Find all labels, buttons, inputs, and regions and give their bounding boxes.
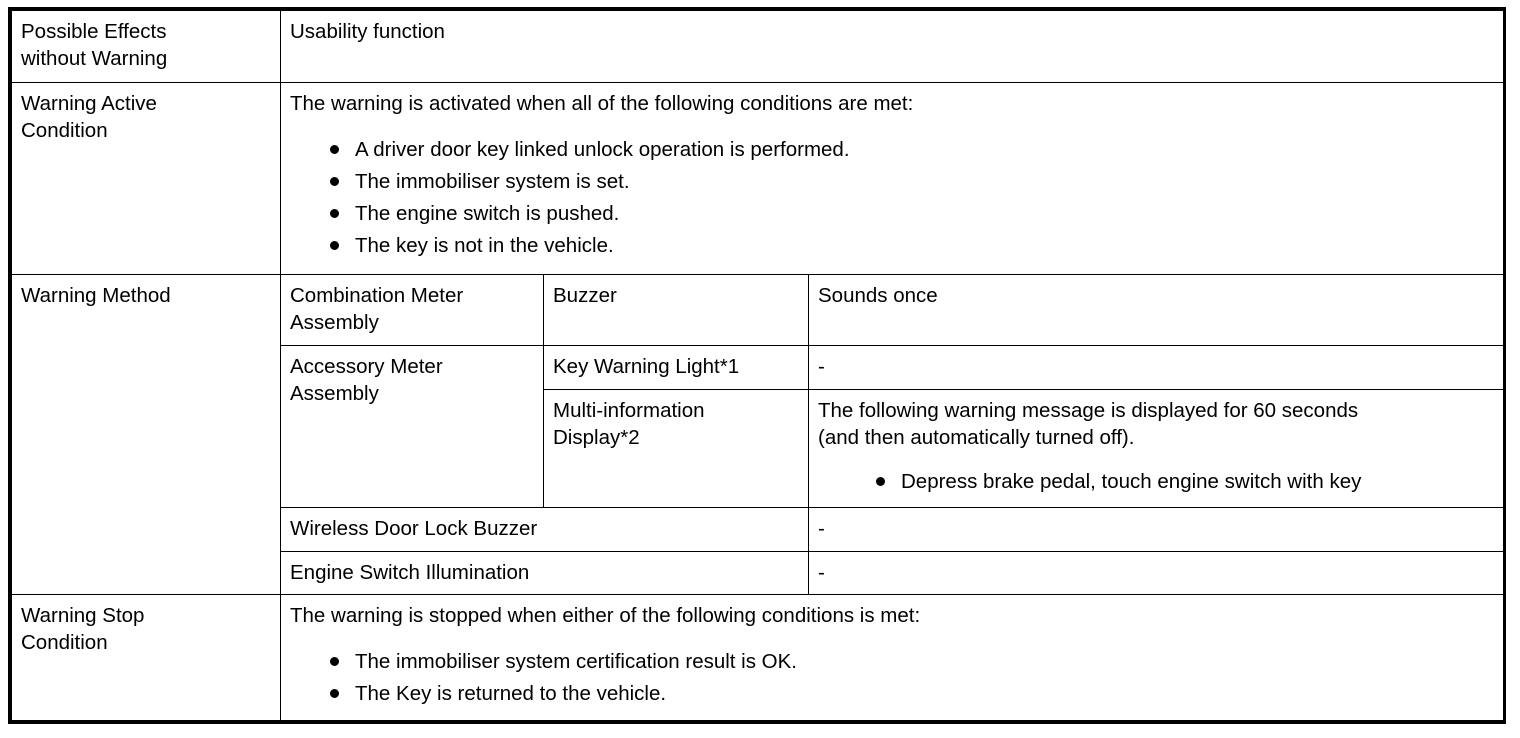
cell-warning-stop-condition-value: The warning is stopped when either of th… — [279, 594, 1505, 721]
specification-table-container: Possible Effects without Warning Usabili… — [8, 7, 1506, 724]
cell-possible-effects-value: Usability function — [279, 10, 1505, 83]
warning-stop-bullet-list: The immobiliser system certification res… — [290, 647, 1494, 708]
cell-value-buzzer: Sounds once — [807, 273, 1505, 347]
table-row-warning-method-buzzer: Warning Method Combination Meter Assembl… — [11, 273, 1505, 596]
cell-component-wireless-door-lock-buzzer: Wireless Door Lock Buzzer — [280, 507, 809, 552]
list-item: The Key is returned to the vehicle. — [328, 679, 1494, 708]
cell-component-combination-meter-assembly: Combination Meter Assembly — [280, 273, 544, 347]
list-item: The engine switch is pushed. — [328, 199, 1494, 228]
cell-value-key-warning-light: - — [807, 345, 1505, 390]
row-label-possible-effects: Possible Effects without Warning — [11, 10, 281, 83]
cell-value-wireless-door-lock-buzzer: - — [807, 507, 1505, 552]
row-label-warning-stop-condition: Warning Stop Condition — [11, 594, 281, 721]
cell-value-engine-switch-illumination: - — [807, 550, 1505, 596]
table-row-warning-stop-condition: Warning Stop Condition The warning is st… — [11, 594, 1505, 721]
cell-component-engine-switch-illumination: Engine Switch Illumination — [280, 550, 809, 596]
list-item: Depress brake pedal, touch engine switch… — [874, 467, 1494, 496]
table-row-engine-switch-illumination: Engine Switch Illumination - — [12, 550, 1505, 596]
cell-component-accessory-meter-assembly: Accessory Meter Assembly — [280, 345, 544, 509]
multi-information-display-message: The following warning message is display… — [818, 398, 1359, 449]
specification-table: Possible Effects without Warning Usabili… — [11, 10, 1505, 721]
warning-active-bullet-list: A driver door key linked unlock operatio… — [290, 135, 1494, 260]
table-row-warning-method-key-warning-light: Accessory Meter Assembly Key Warning Lig… — [12, 345, 1505, 509]
cell-device-key-warning-light: Key Warning Light*1 — [543, 345, 809, 390]
list-item: The immobiliser system is set. — [328, 167, 1494, 196]
warning-active-intro: The warning is activated when all of the… — [290, 91, 914, 115]
cell-device-multi-information-display: Multi-information Display*2 — [543, 388, 809, 509]
cell-value-multi-information-display: The following warning message is display… — [807, 388, 1505, 509]
list-item: The immobiliser system certification res… — [328, 647, 1494, 676]
table-row-possible-effects: Possible Effects without Warning Usabili… — [11, 10, 1505, 83]
cell-device-buzzer: Buzzer — [543, 273, 809, 347]
list-item: A driver door key linked unlock operatio… — [328, 135, 1494, 164]
list-item: The key is not in the vehicle. — [328, 231, 1494, 260]
row-label-warning-active-condition: Warning Active Condition — [11, 81, 281, 275]
cell-warning-active-condition-value: The warning is activated when all of the… — [279, 81, 1505, 275]
row-label-warning-method: Warning Method — [11, 273, 281, 596]
table-row-wireless-door-lock-buzzer: Wireless Door Lock Buzzer - — [12, 507, 1505, 552]
table-row-warning-active-condition: Warning Active Condition The warning is … — [11, 81, 1505, 275]
warning-stop-intro: The warning is stopped when either of th… — [290, 604, 921, 628]
multi-information-display-bullet-list: Depress brake pedal, touch engine switch… — [818, 467, 1494, 496]
table-row-warning-method-multi-information-display: Multi-information Display*2 The followin… — [12, 388, 1505, 509]
